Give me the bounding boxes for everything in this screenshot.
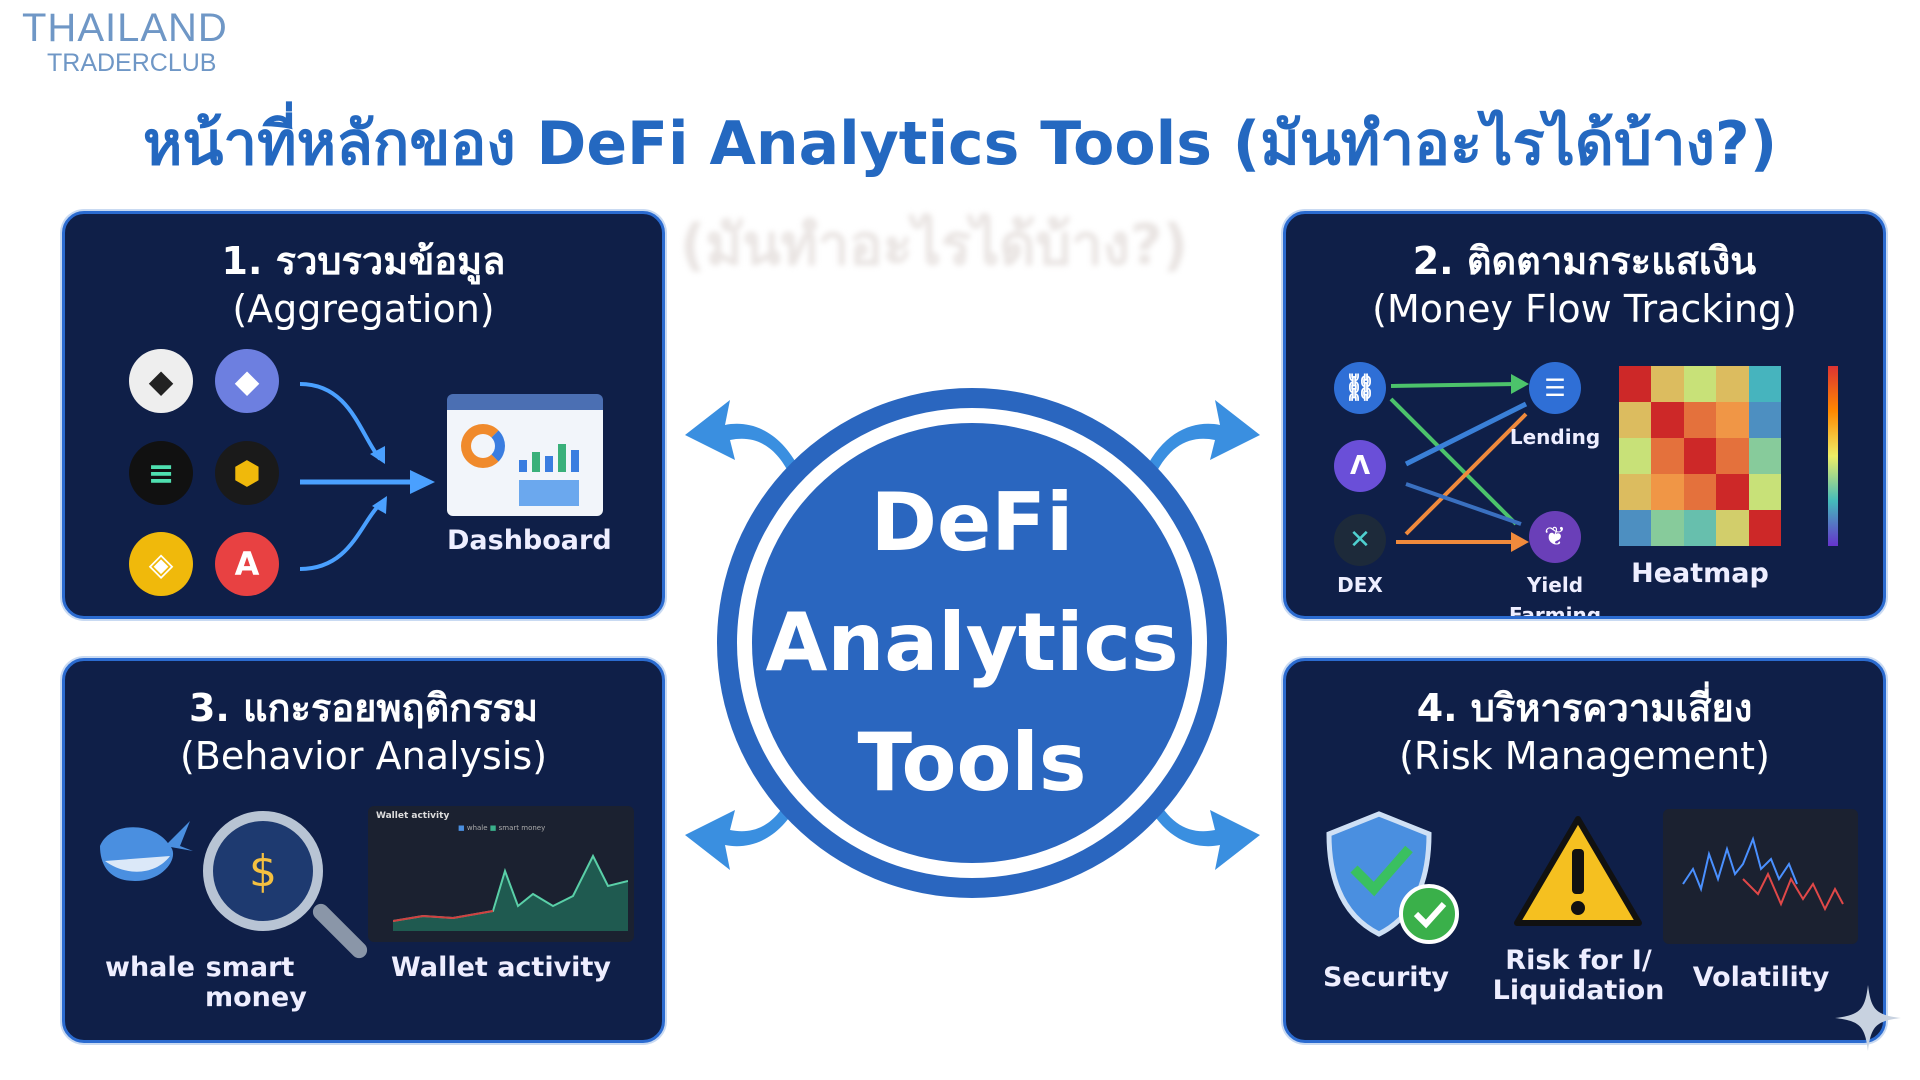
ethereum-blue-icon: ◆	[215, 349, 279, 413]
heatmap-cell	[1651, 438, 1684, 474]
dex-label: DEX	[1337, 573, 1383, 597]
dashboard-label: Dashboard	[447, 525, 612, 556]
magnifier-icon: $	[203, 811, 323, 931]
panel-risk: 4. บริหารความเสี่ยง (Risk Management) Se…	[1283, 658, 1886, 1043]
panel-heading: 4. บริหารความเสี่ยง	[1416, 686, 1753, 730]
heatmap-cell	[1716, 474, 1749, 510]
heatmap-cell	[1619, 402, 1652, 438]
panel-subheading: (Aggregation)	[232, 287, 495, 331]
heatmap-cell	[1748, 474, 1781, 510]
center-line2: Analytics	[765, 596, 1179, 689]
warning-icon	[1514, 816, 1642, 926]
heatmap-cell	[1716, 402, 1749, 438]
heatmap-cell	[1748, 510, 1781, 546]
whale-icon	[100, 821, 193, 881]
center-line1: DeFi	[870, 476, 1074, 569]
logo: THAILAND TRADERCLUB	[22, 6, 228, 76]
heatmap-cell	[1716, 366, 1749, 402]
panel-subheading: (Money Flow Tracking)	[1372, 287, 1797, 331]
volatility-label: Volatility	[1692, 962, 1830, 993]
heatmap-cell	[1748, 366, 1781, 402]
heatmap-cell	[1748, 402, 1781, 438]
money-flow-arrows-icon	[1389, 374, 1529, 552]
flow-arrows-icon	[299, 382, 435, 571]
yield-farming-label: Yield Farming	[1508, 573, 1602, 619]
arrow-bottom-left-icon	[685, 795, 800, 870]
avalanche-icon: A	[215, 532, 279, 596]
panel-subheading: (Risk Management)	[1399, 734, 1770, 778]
chart-title: Wallet activity	[376, 811, 450, 821]
heatmap-cell	[1716, 510, 1749, 546]
heatmap-cell	[1651, 474, 1684, 510]
sparkle-icon	[1835, 985, 1901, 1051]
dex-icon: ✕	[1334, 514, 1386, 566]
security-shield-icon	[1326, 811, 1459, 944]
security-label: Security	[1322, 962, 1450, 993]
wallet-activity-area	[393, 853, 628, 931]
heatmap-cell	[1619, 510, 1652, 546]
chart-legend: ■ whale ■ smart money	[458, 824, 546, 832]
lending-icon: ☰	[1529, 362, 1581, 414]
risk-liquidation-label: Risk for I/ Liquidation	[1492, 945, 1665, 1006]
wallet-activity-chart: Wallet activity ■ whale ■ smart money	[368, 806, 634, 942]
protocol-icon: Ʌ	[1334, 440, 1386, 492]
heatmap-grid	[1619, 366, 1781, 546]
volatility-lines	[1682, 835, 1844, 912]
yield-farming-icon: ❦	[1529, 511, 1581, 563]
heatmap-cell	[1683, 438, 1717, 474]
panel-heading: 1. รวบรวมข้อมูล	[221, 239, 506, 283]
heatmap-cell	[1651, 402, 1684, 438]
arrow-top-right-icon	[1145, 400, 1260, 475]
heatmap-cell	[1651, 510, 1684, 546]
panel-heading: 3. แกะรอยพฤติกรรม	[188, 686, 539, 730]
volatility-chart	[1663, 809, 1858, 944]
panel-money-flow: 2. ติดตามกระแสเงิน (Money Flow Tracking)…	[1283, 211, 1886, 619]
logo-line2: TRADERCLUB	[47, 49, 217, 77]
page-title: หน้าที่หลักของ DeFi Analytics Tools (มัน…	[142, 109, 1778, 179]
heatmap-cell	[1683, 366, 1717, 402]
panel-aggregation: 1. รวบรวมข้อมูล (Aggregation) ◆ ◆ ≡ ⬢ ◈ …	[62, 211, 665, 619]
magnifier-handle	[309, 900, 371, 962]
panel-subheading: (Behavior Analysis)	[179, 734, 548, 778]
heatmap-cell	[1619, 474, 1652, 510]
heatmap-cell	[1716, 438, 1749, 474]
whale-label: whale	[105, 952, 195, 983]
center-line3: Tools	[857, 716, 1087, 809]
heatmap-cell	[1683, 402, 1717, 438]
heatmap-cell	[1619, 438, 1652, 474]
arrow-top-left-icon	[685, 400, 800, 475]
heatmap-cell	[1683, 510, 1717, 546]
lending-label: Lending	[1509, 425, 1601, 449]
wallet-activity-label: Wallet activity	[391, 952, 611, 983]
legend-whale: whale	[466, 824, 488, 832]
heatmap-cell	[1683, 474, 1717, 510]
smart-money-label: smart money	[205, 952, 307, 1013]
ethereum-icon: ◆	[129, 349, 193, 413]
legend-smart-money: smart money	[498, 824, 546, 832]
logo-line1: THAILAND	[22, 6, 228, 50]
binance-icon: ◈	[129, 532, 193, 596]
heatmap-cell	[1619, 366, 1652, 402]
heatmap-cell	[1748, 438, 1781, 474]
chain-link-icon: ⛓	[1334, 362, 1386, 414]
center-circle: DeFi Analytics Tools	[752, 423, 1192, 863]
solana-icon: ≡	[129, 441, 193, 505]
bnb-icon: ⬢	[215, 441, 279, 505]
dashboard-icon	[447, 394, 603, 516]
heatmap-label: Heatmap	[1631, 558, 1769, 589]
ghost-text: (มันทำอะไรได้บ้าง?)	[680, 213, 1189, 278]
panel-behavior: 3. แกะรอยพฤติกรรม (Behavior Analysis) $ …	[62, 658, 665, 1043]
panel-heading: 2. ติดตามกระแสเงิน	[1412, 239, 1757, 283]
arrow-bottom-right-icon	[1145, 795, 1260, 870]
heatmap-colorbar	[1828, 366, 1838, 546]
heatmap-cell	[1651, 366, 1684, 402]
